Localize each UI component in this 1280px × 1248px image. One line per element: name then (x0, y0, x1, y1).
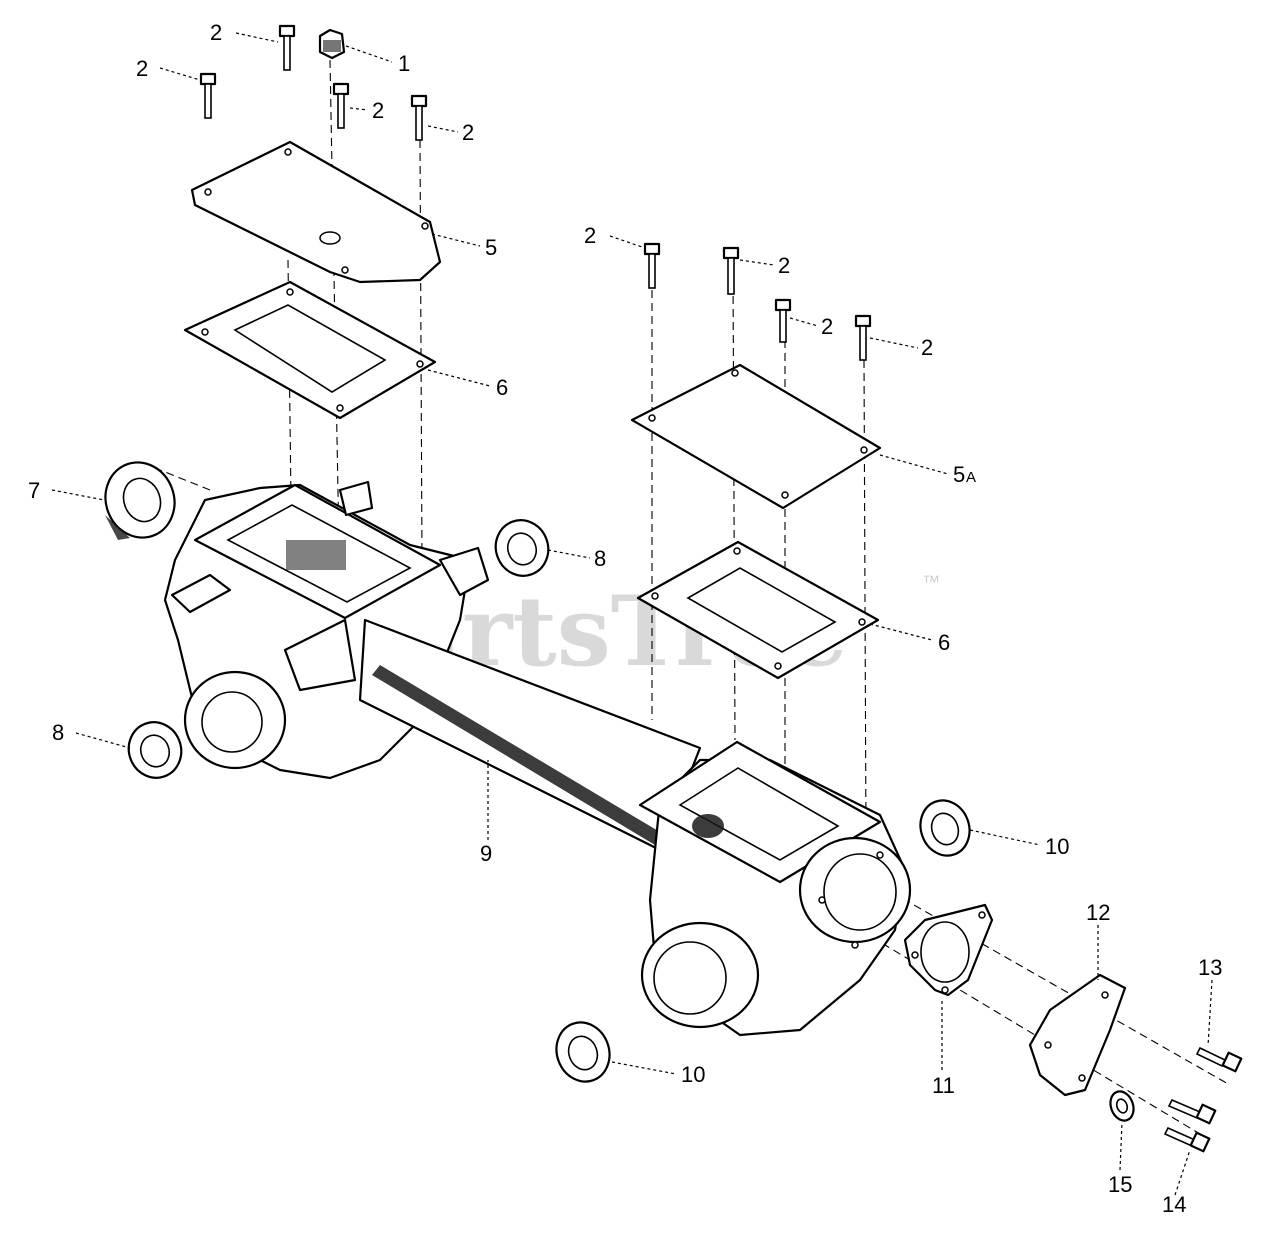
bearing-10-bottom[interactable] (548, 1015, 617, 1089)
callout-2[interactable]: 2 (584, 223, 596, 248)
gasket-6-right[interactable] (636, 540, 880, 680)
bearing-10-right[interactable] (913, 793, 977, 862)
bolt-14[interactable] (1163, 1126, 1211, 1153)
gasket-11[interactable] (903, 903, 994, 997)
bolts-2 (199, 24, 872, 361)
callout-10[interactable]: 10 (1045, 834, 1069, 859)
cap-12[interactable] (1028, 973, 1127, 1097)
callout-10[interactable]: 10 (681, 1062, 705, 1087)
bolt-2[interactable] (643, 242, 661, 289)
washer-15[interactable] (1107, 1088, 1138, 1124)
bolt-2[interactable] (774, 298, 792, 343)
callout-2[interactable]: 2 (778, 253, 790, 278)
seal-7[interactable] (95, 453, 185, 548)
leader-lines (51, 32, 1213, 1196)
callout-5a[interactable]: 5 (953, 462, 965, 487)
callout-5[interactable]: 5 (485, 235, 497, 260)
callout-6[interactable]: 6 (938, 630, 950, 655)
plug-1[interactable] (318, 28, 346, 60)
bearing-8-left[interactable] (121, 715, 189, 785)
cover-plate-5a[interactable] (630, 363, 882, 510)
bolt-2[interactable] (199, 72, 217, 119)
callout-14[interactable]: 14 (1162, 1192, 1186, 1217)
callout-2[interactable]: 2 (921, 335, 933, 360)
callout-11[interactable]: 11 (932, 1073, 955, 1098)
callout-9[interactable]: 9 (480, 841, 492, 866)
callout-1[interactable]: 1 (398, 51, 410, 76)
callout-6[interactable]: 6 (496, 375, 508, 400)
bolt-2[interactable] (410, 94, 428, 141)
callout-5a-suffix: A (966, 469, 976, 486)
callout-2[interactable]: 2 (821, 314, 833, 339)
bolt-14-upper[interactable] (1167, 1098, 1217, 1125)
callout-2[interactable]: 2 (372, 98, 384, 123)
callout-8[interactable]: 8 (52, 720, 64, 745)
trademark-symbol: ™ (922, 572, 940, 592)
callout-2[interactable]: 2 (136, 56, 148, 81)
bearing-8-top[interactable] (488, 513, 556, 583)
bolt-13[interactable] (1195, 1046, 1243, 1073)
bolt-2[interactable] (722, 246, 740, 295)
callout-12[interactable]: 12 (1086, 900, 1110, 925)
callout-2[interactable]: 2 (210, 20, 222, 45)
cover-plate-5[interactable] (190, 140, 442, 284)
gasket-6-left[interactable] (183, 280, 437, 420)
bolt-2[interactable] (854, 314, 872, 361)
axle-housing-9[interactable] (163, 480, 912, 1037)
callout-7[interactable]: 7 (28, 478, 40, 503)
callout-15[interactable]: 15 (1108, 1172, 1132, 1197)
callout-labels: 1 2 2 2 2 2 2 2 2 5 5 A 6 6 7 8 8 9 10 1… (28, 20, 1222, 1217)
bolt-2[interactable] (278, 24, 296, 71)
callout-8[interactable]: 8 (594, 546, 606, 571)
callout-13[interactable]: 13 (1198, 955, 1222, 980)
callout-2[interactable]: 2 (462, 120, 474, 145)
bolt-2[interactable] (332, 82, 350, 129)
